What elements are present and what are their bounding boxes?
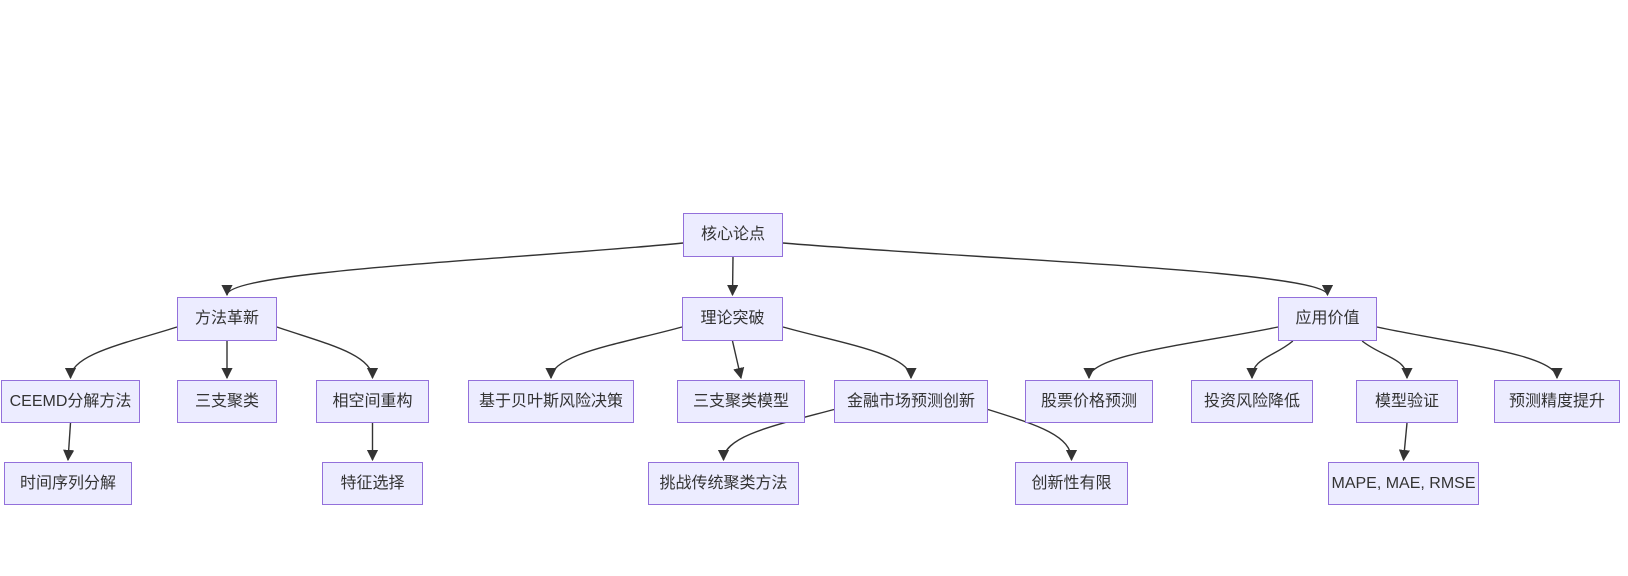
node-label: 应用价值 <box>1295 310 1360 328</box>
node-three-way: 三支聚类 <box>177 380 277 423</box>
edge-theory-bayes <box>545 326 683 380</box>
node-label: 理论突破 <box>700 310 765 328</box>
node-label: 核心论点 <box>700 226 765 244</box>
node-risk: 投资风险降低 <box>1191 380 1313 423</box>
node-label: CEEMD分解方法 <box>9 392 132 410</box>
edge-root-theory <box>727 256 739 297</box>
node-application: 应用价值 <box>1278 297 1377 341</box>
node-theory: 理论突破 <box>682 297 783 341</box>
node-label: 三支聚类 <box>194 392 259 410</box>
node-label: 基于贝叶斯风险决策 <box>478 392 623 410</box>
node-ceemd: CEEMD分解方法 <box>1 380 140 423</box>
node-accuracy: 预测精度提升 <box>1494 380 1620 423</box>
edge-root-application <box>782 242 1333 297</box>
node-label: 创新性有限 <box>1031 474 1112 492</box>
node-label: 预测精度提升 <box>1508 392 1605 410</box>
node-label: MAPE, MAE, RMSE <box>1331 474 1476 492</box>
edge-application-risk <box>1246 340 1294 380</box>
node-label: 方法革新 <box>194 310 259 328</box>
node-ts-decomp: 时间序列分解 <box>4 462 132 505</box>
node-limited: 创新性有限 <box>1015 462 1128 505</box>
edge-theory-twc-model <box>731 340 745 380</box>
node-stock: 股票价格预测 <box>1025 380 1153 423</box>
edge-application-stock <box>1083 326 1279 380</box>
node-label: 模型验证 <box>1374 392 1439 410</box>
edge-method-ceemd <box>64 326 178 380</box>
node-method: 方法革新 <box>177 297 277 341</box>
edge-root-method <box>221 242 684 297</box>
node-phase-space: 相空间重构 <box>316 380 429 423</box>
node-label: 相空间重构 <box>332 392 413 410</box>
node-validation: 模型验证 <box>1356 380 1458 423</box>
node-fin-innov: 金融市场预测创新 <box>834 380 988 423</box>
node-label: 股票价格预测 <box>1040 392 1137 410</box>
edge-validation-metrics <box>1398 422 1411 462</box>
node-feature: 特征选择 <box>322 462 423 505</box>
edge-method-phase-space <box>276 326 379 380</box>
edge-application-validation <box>1361 340 1413 380</box>
edge-theory-fin-innov <box>782 326 917 380</box>
edges <box>63 242 1563 462</box>
edge-application-accuracy <box>1376 326 1563 380</box>
node-label: 挑战传统聚类方法 <box>659 474 788 492</box>
node-metrics: MAPE, MAE, RMSE <box>1328 462 1479 505</box>
node-label: 金融市场预测创新 <box>846 392 975 410</box>
node-root: 核心论点 <box>683 213 783 257</box>
node-challenge: 挑战传统聚类方法 <box>648 462 799 505</box>
node-label: 特征选择 <box>340 474 405 492</box>
edge-ceemd-ts-decomp <box>63 422 75 462</box>
node-label: 投资风险降低 <box>1203 392 1300 410</box>
node-bayes: 基于贝叶斯风险决策 <box>468 380 634 423</box>
node-label: 时间序列分解 <box>19 474 116 492</box>
node-twc-model: 三支聚类模型 <box>677 380 805 423</box>
node-label: 三支聚类模型 <box>692 392 789 410</box>
